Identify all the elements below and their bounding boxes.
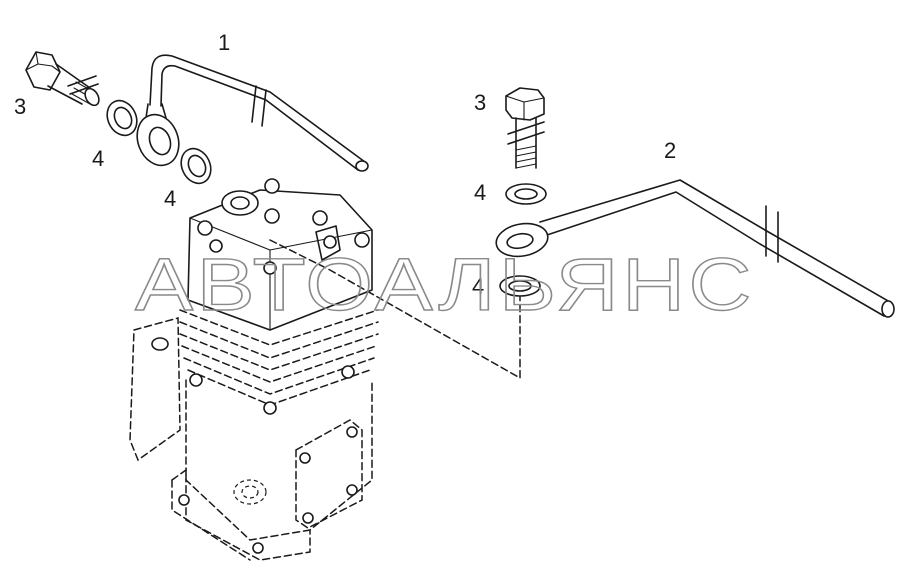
bolt-left bbox=[25, 51, 100, 107]
washer-right-top bbox=[505, 183, 547, 205]
callout-washer-right-bottom: 4 bbox=[472, 274, 484, 299]
washer-left-top bbox=[106, 99, 138, 137]
pipe-1 bbox=[149, 54, 369, 172]
callout-washer-right-top: 4 bbox=[474, 180, 486, 205]
callout-pipe-2: 2 bbox=[664, 138, 676, 163]
callout-pipe-1: 1 bbox=[218, 30, 230, 55]
assembly-guide-line bbox=[269, 239, 521, 380]
pipe-2 bbox=[539, 179, 895, 318]
banjo-fitting-left bbox=[136, 103, 180, 167]
washer-left-bottom bbox=[180, 147, 212, 185]
compressor-body bbox=[129, 178, 379, 561]
callout-washer-left-top: 4 bbox=[92, 146, 104, 171]
callout-washer-left-bottom: 4 bbox=[164, 186, 176, 211]
callout-bolt-right: 3 bbox=[474, 90, 486, 115]
bolt-right bbox=[505, 87, 545, 169]
banjo-fitting-right bbox=[495, 222, 549, 258]
watermark: АВТОАЛЬЯНС bbox=[135, 243, 755, 326]
washer-right-bottom bbox=[499, 275, 541, 297]
callout-bolt-left: 3 bbox=[14, 94, 26, 119]
